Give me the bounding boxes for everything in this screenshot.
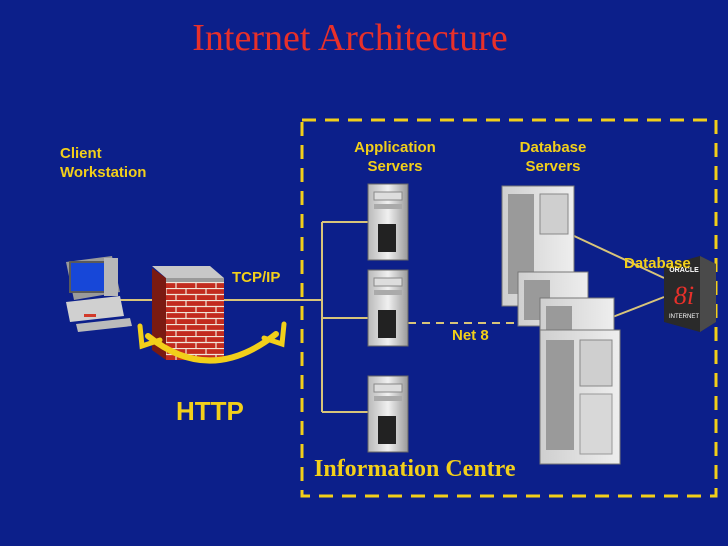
oracle-database-icon: ORACLE 8i INTERNET bbox=[664, 256, 716, 332]
info-centre-boundary bbox=[300, 118, 718, 498]
info-centre-label: Information Centre bbox=[314, 456, 516, 482]
db-server-icon bbox=[539, 329, 621, 465]
app-servers-label: Application Servers bbox=[354, 139, 436, 175]
client-workstation-icon bbox=[66, 256, 132, 332]
database-line-1 bbox=[571, 234, 665, 279]
app-server-icon bbox=[367, 269, 409, 347]
net8-label: Net 8 bbox=[452, 327, 489, 344]
client-workstation-label: Client Workstation bbox=[60, 145, 147, 181]
app-server-icon bbox=[367, 375, 409, 453]
db-servers-label: Database Servers bbox=[519, 139, 587, 175]
http-arrow-icon bbox=[137, 321, 287, 364]
tcpip-label: TCP/IP bbox=[232, 269, 281, 286]
database-line-2 bbox=[609, 296, 665, 319]
http-label: HTTP bbox=[176, 396, 244, 426]
oracle-sub: INTERNET bbox=[669, 314, 699, 320]
app-server-icon bbox=[367, 183, 409, 261]
oracle-version: 8i bbox=[674, 281, 694, 310]
database-label: Database bbox=[624, 255, 691, 272]
firewall-icon bbox=[152, 266, 224, 360]
page-title: Internet Architecture bbox=[192, 17, 508, 59]
oracle-brand: ORACLE bbox=[669, 267, 699, 274]
